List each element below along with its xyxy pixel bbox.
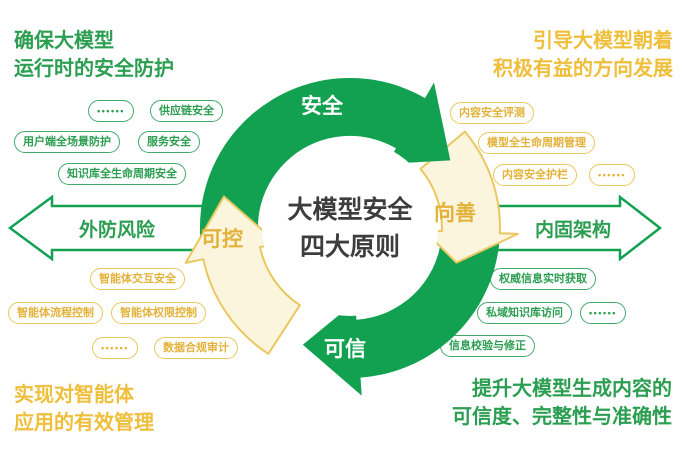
- principles-cycle-ring: 安全 向善 可信 可控 大模型安全 四大原则: [184, 77, 519, 396]
- ring-arrow-security: [199, 77, 451, 280]
- pill-private-kb-access: 私域知识库访问: [477, 302, 572, 324]
- note-line: 引导大模型朝着: [533, 30, 673, 52]
- note-line: 积极有益的方向发展: [493, 58, 673, 80]
- pill-ellipsis: ••••••: [88, 100, 134, 122]
- note-line: 实现对智能体: [14, 384, 134, 406]
- ring-arrow-trustworthy: [302, 237, 500, 396]
- pill-user-side-protection: 用户端全场景防护: [14, 131, 120, 153]
- pill-agent-interaction-security: 智能体交互安全: [90, 268, 185, 290]
- ring-label-trustworthy: 可信: [324, 337, 366, 361]
- ring-arrow-benevolent: [419, 130, 519, 264]
- pill-model-lifecycle-mgmt: 模型全生命周期管理: [478, 132, 595, 154]
- pill-supply-chain-security: 供应链安全: [150, 100, 223, 122]
- note-line: 应用的有效管理: [14, 412, 154, 434]
- pill-service-security: 服务安全: [138, 131, 200, 153]
- note-line: 可信度、完整性与准确性: [452, 406, 672, 428]
- ring-label-benevolent: 向善: [434, 201, 476, 225]
- left-arrow-label: 外防风险: [79, 218, 156, 241]
- pill-ellipsis: ••••••: [589, 164, 635, 186]
- right-arrow-label: 内固架构: [535, 218, 611, 241]
- center-hub: [262, 140, 438, 316]
- note-top-left: 确保大模型 运行时的安全防护: [14, 27, 174, 83]
- note-bottom-right: 提升大模型生成内容的 可信度、完整性与准确性: [452, 375, 672, 431]
- center-title-line1: 大模型安全: [287, 195, 413, 224]
- pill-info-verification-correction: 信息校验与修正: [440, 335, 535, 357]
- pill-agent-permission-control: 智能体权限控制: [111, 302, 206, 324]
- ring-label-controllable: 可控: [201, 227, 243, 251]
- ring-label-security: 安全: [301, 94, 344, 118]
- pill-content-safety-eval: 内容安全评测: [450, 102, 534, 124]
- note-top-right: 引导大模型朝着 积极有益的方向发展: [493, 27, 673, 83]
- center-title-line2: 四大原则: [300, 233, 400, 261]
- note-line: 运行时的安全防护: [14, 58, 174, 80]
- pill-ellipsis: ••••••: [92, 337, 138, 359]
- pill-content-safety-guardrail: 内容安全护栏: [493, 164, 577, 186]
- pill-ellipsis: ••••••: [580, 302, 626, 324]
- ring-arrow-controllable: [184, 195, 301, 355]
- pill-agent-process-control: 智能体流程控制: [8, 302, 103, 324]
- pill-kb-lifecycle-security: 知识库全生命周期安全: [58, 163, 186, 185]
- note-line: 提升大模型生成内容的: [472, 378, 672, 400]
- note-bottom-left: 实现对智能体 应用的有效管理: [14, 381, 154, 437]
- note-line: 确保大模型: [14, 30, 114, 52]
- pill-data-compliance-audit: 数据合规审计: [154, 337, 238, 359]
